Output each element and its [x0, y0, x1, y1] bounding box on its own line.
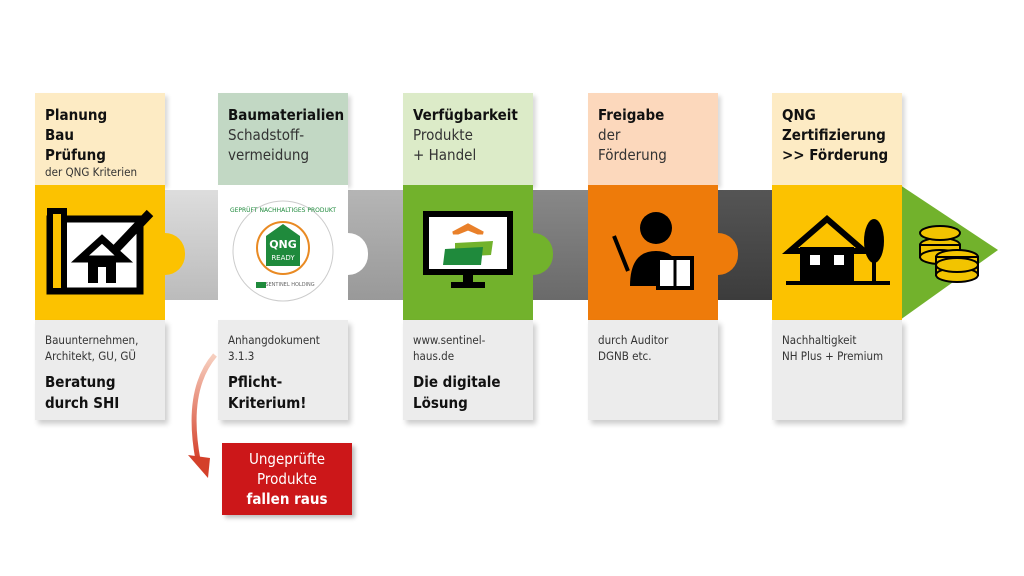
coins-icon	[919, 225, 979, 283]
step-header: QNG Zertifizierung >> Förderung	[772, 93, 902, 185]
step-title: Bau	[45, 126, 74, 144]
step-detail-text: Anhangdokument	[228, 333, 320, 347]
step-title: Zertifizierung	[782, 126, 886, 144]
step-detail-text: Bauunternehmen,	[45, 333, 139, 347]
step-title: Freigabe	[598, 106, 665, 124]
callout-line: Produkte	[257, 470, 317, 488]
step-highlight: Pflicht- Kriterium!	[228, 372, 338, 414]
step-detail-text: www.sentinel-haus.de	[413, 333, 486, 363]
step-title: QNG	[782, 106, 816, 124]
puzzle-tab	[533, 233, 553, 275]
step-subtitle: Produkte	[413, 126, 473, 144]
step-detail-text: DGNB etc.	[598, 349, 652, 363]
step-highlight-line: Pflicht-	[228, 373, 283, 391]
step-detail-text: NH Plus + Premium	[782, 349, 884, 363]
step-highlight: Beratung durch SHI	[45, 372, 155, 414]
step-detail-text: durch Auditor	[598, 333, 669, 347]
house-tree-icon	[781, 211, 892, 295]
step-subtitle: Schadstoff-	[228, 126, 305, 144]
step-highlight-line: Die digitale	[413, 373, 501, 391]
step-icon-panel	[35, 185, 165, 320]
step-title: Prüfung	[45, 146, 106, 164]
step-title: Planung	[45, 106, 108, 124]
svg-text:SENTINEL HOLDING: SENTINEL HOLDING	[265, 282, 314, 288]
callout-line: Ungeprüfte	[248, 450, 326, 468]
step-note: der QNG Kriterien	[45, 165, 138, 179]
step-title: >> Förderung	[782, 146, 889, 164]
step-subtitle: + Handel	[413, 146, 477, 164]
svg-text:GEPRÜFT NACHHALTIGES PRODUKT: GEPRÜFT NACHHALTIGES PRODUKT	[230, 207, 336, 214]
curved-arrow	[188, 353, 217, 478]
step-icon-panel: QNG READY GEPRÜFT NACHHALTIGES PRODUKT SENT…	[218, 185, 348, 320]
step-icon-panel	[772, 185, 902, 320]
step-highlight-line: Beratung	[45, 373, 116, 391]
auditor-icon	[608, 206, 698, 300]
step-details: Nachhaltigkeit NH Plus + Premium	[772, 320, 902, 420]
callout-bold: fallen raus	[246, 490, 328, 508]
step-title: Verfügbarkeit	[413, 106, 518, 124]
svg-text:READY: READY	[271, 254, 295, 262]
step-detail-text: 3.1.3	[228, 349, 255, 363]
step-highlight-line: Kriterium!	[228, 394, 307, 412]
puzzle-tab	[718, 233, 738, 275]
step-highlight-line: durch SHI	[45, 394, 120, 412]
step-subtitle: vermeidung	[228, 146, 310, 164]
step-detail-text: Architekt, GU, GÜ	[45, 349, 136, 363]
step-subtitle: der	[598, 126, 621, 144]
callout-box: Ungeprüfte Produkte fallen raus	[222, 443, 352, 515]
step-title: Baumaterialien	[228, 106, 345, 124]
step-icon-panel	[588, 185, 718, 320]
blueprint-house-pencil-icon	[40, 201, 160, 305]
goal-arrow	[900, 185, 998, 320]
step-details: Bauunternehmen, Architekt, GU, GÜ Beratung…	[35, 320, 165, 420]
puzzle-tab	[348, 233, 368, 275]
step-highlight-line: Lösung	[413, 394, 468, 412]
step-icon-panel	[403, 185, 533, 320]
svg-text:QNG: QNG	[269, 238, 297, 251]
step-subtitle: Förderung	[598, 146, 667, 164]
puzzle-tab	[165, 233, 185, 275]
step-detail-text: Nachhaltigkeit	[782, 333, 857, 347]
monitor-icon	[423, 210, 513, 295]
qng-ready-seal-icon: QNG READY GEPRÜFT NACHHALTIGES PRODUKT SENT…	[228, 196, 338, 310]
